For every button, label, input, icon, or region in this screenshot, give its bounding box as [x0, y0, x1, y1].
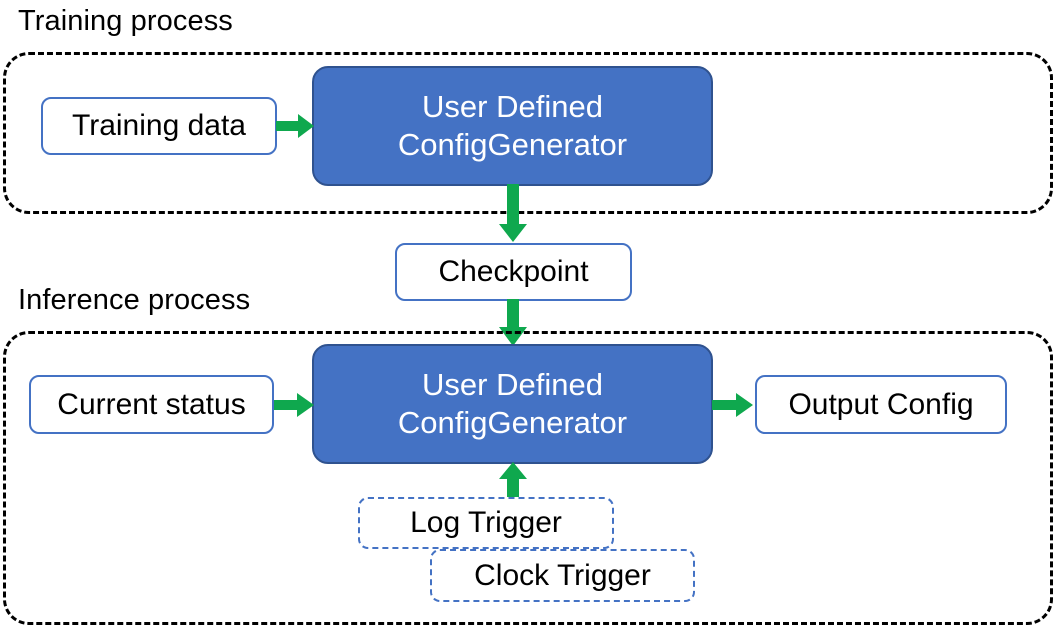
node-log-trigger-label: Log Trigger	[410, 506, 562, 540]
node-output-config[interactable]: Output Config	[755, 375, 1007, 434]
node-clock-trigger-label: Clock Trigger	[474, 558, 651, 592]
node-checkpoint-label: Checkpoint	[438, 255, 589, 289]
node-training-data[interactable]: Training data	[41, 97, 277, 155]
training-process-label: Training process	[18, 5, 233, 37]
node-output-config-label: Output Config	[788, 387, 974, 421]
node-train-config-generator-line1: User Defined	[422, 89, 603, 125]
node-train-config-generator-line2: ConfigGenerator	[397, 127, 628, 162]
node-inference-config-generator-line1: User Defined	[422, 367, 603, 403]
node-inference-config-generator-line2: ConfigGenerator	[397, 405, 628, 440]
node-checkpoint[interactable]: Checkpoint	[395, 243, 632, 301]
node-training-data-label: Training data	[72, 109, 246, 143]
node-train-config-generator[interactable]: User Defined ConfigGenerator	[312, 66, 713, 186]
inference-process-group	[3, 331, 1053, 625]
node-log-trigger[interactable]: Log Trigger	[358, 497, 614, 549]
node-current-status[interactable]: Current status	[29, 375, 274, 434]
node-inference-config-generator[interactable]: User Defined ConfigGenerator	[312, 344, 713, 464]
node-current-status-label: Current status	[57, 387, 246, 421]
node-clock-trigger[interactable]: Clock Trigger	[430, 549, 695, 602]
training-process-group	[3, 52, 1053, 214]
inference-process-label: Inference process	[18, 284, 251, 316]
